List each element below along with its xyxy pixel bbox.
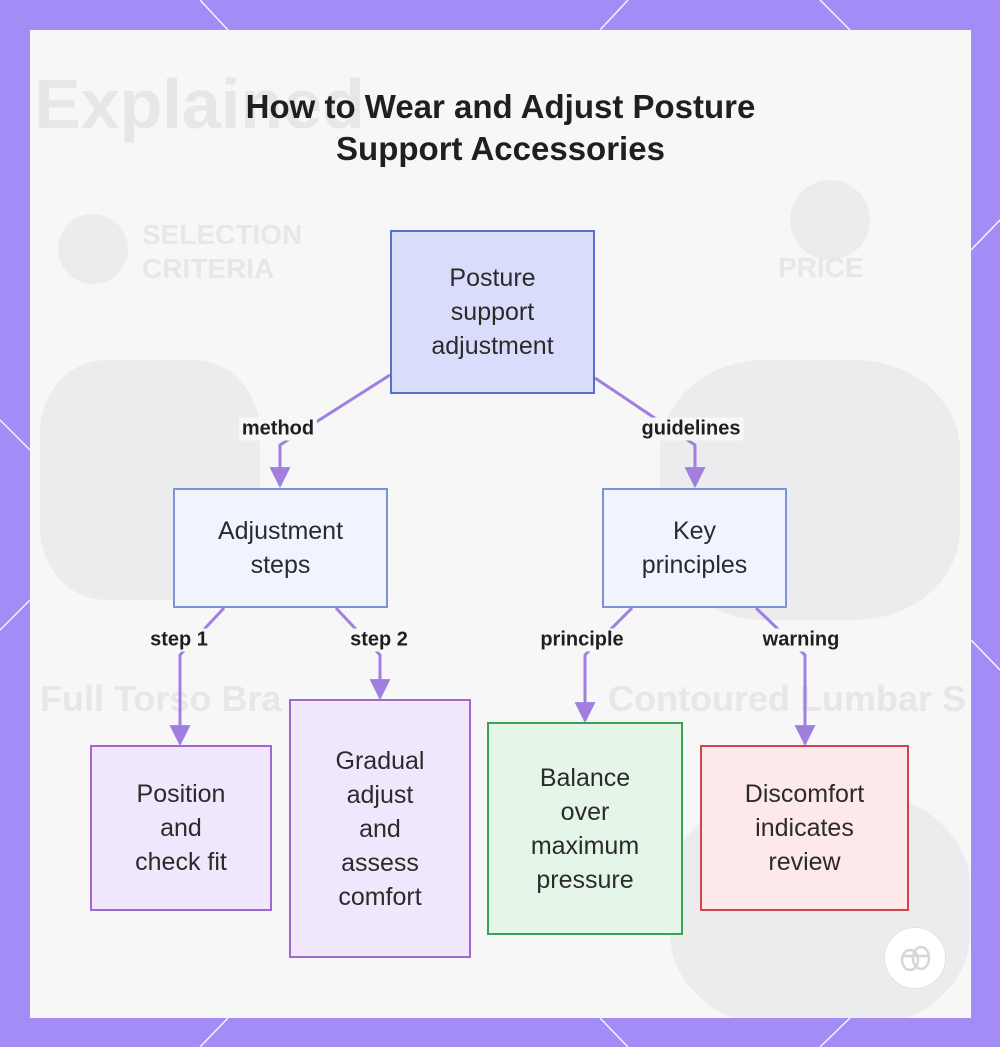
node-discomfort-line-2: indicates [755,814,854,842]
diagram-panel: Explained SELECTION CRITERIA PRICE Full … [30,30,971,1018]
edge-label-step-1: step 1 [147,628,211,652]
edge-label-method: method [238,417,318,441]
node-balance-line-4: pressure [536,865,634,894]
node-key-principles-line-2: principles [641,551,748,579]
node-root-line-2: support [450,298,535,326]
node-balance-line-2: over [560,797,610,826]
node-key-principles-line-1: Key [672,517,717,545]
node-root-line-3: adjustment [431,332,554,360]
node-discomfort-line-3: review [768,848,841,876]
background-text-selection: SELECTION CRITERIA [142,218,302,286]
node-balance-line-1: Balance [539,763,631,792]
node-gradual-line-2: adjust [346,780,414,809]
background-price-icon [790,180,870,260]
node-adjustment-steps-line-1: Adjustment [217,517,344,545]
node-gradual-line-4: assess [341,848,419,877]
node-gradual-line-1: Gradual [335,746,425,775]
node-posture-support-adjustment: Posture support adjustment [390,230,595,394]
node-adjustment-steps-line-2: steps [250,551,311,579]
node-balance-line-3: maximum [530,831,640,860]
brand-logo-icon [884,927,946,989]
node-balance-over-pressure: Balance over maximum pressure [487,722,683,935]
edge-method [269,373,391,489]
edge-principle [574,606,634,724]
edge-label-principle: principle [537,628,627,652]
background-text-price: PRICE [778,252,864,283]
background-text-selection-line-1: SELECTION [142,219,303,250]
node-discomfort-review: Discomfort indicates review [700,745,909,911]
node-gradual-line-5: comfort [338,882,422,911]
node-discomfort-line-1: Discomfort [744,780,865,808]
background-text-explained: Explained [34,65,365,143]
edge-layer [169,373,816,747]
edge-warning [754,606,816,747]
background-text-contoured: Contoured Lumbar S [608,678,966,719]
node-position-line-3: check fit [135,848,227,876]
diagram-title-line-1: How to Wear and Adjust Posture [245,88,756,125]
node-position-line-2: and [160,814,202,842]
node-gradual-line-3: and [359,814,401,843]
edge-label-step-2: step 2 [347,628,411,652]
edge-step-2 [334,606,391,701]
background-text-full-torso: Full Torso Bra [40,678,282,719]
node-gradual-adjust: Gradual adjust and assess comfort [289,699,471,958]
background-check-icon [58,214,128,284]
node-position-check-fit: Position and check fit [90,745,272,911]
node-adjustment-steps: Adjustment steps [173,488,388,608]
edge-label-warning: warning [759,628,843,652]
node-position-line-1: Position [136,780,226,808]
edge-guidelines [594,376,706,489]
node-root-line-1: Posture [449,264,536,292]
diagram-title-line-2: Support Accessories [336,130,665,167]
background-text-selection-line-2: CRITERIA [142,253,275,284]
diagram-title: How to Wear and Adjust Posture Support A… [30,86,971,170]
node-key-principles: Key principles [602,488,787,608]
edge-label-guidelines: guidelines [638,417,744,441]
edge-step-1 [169,606,226,747]
